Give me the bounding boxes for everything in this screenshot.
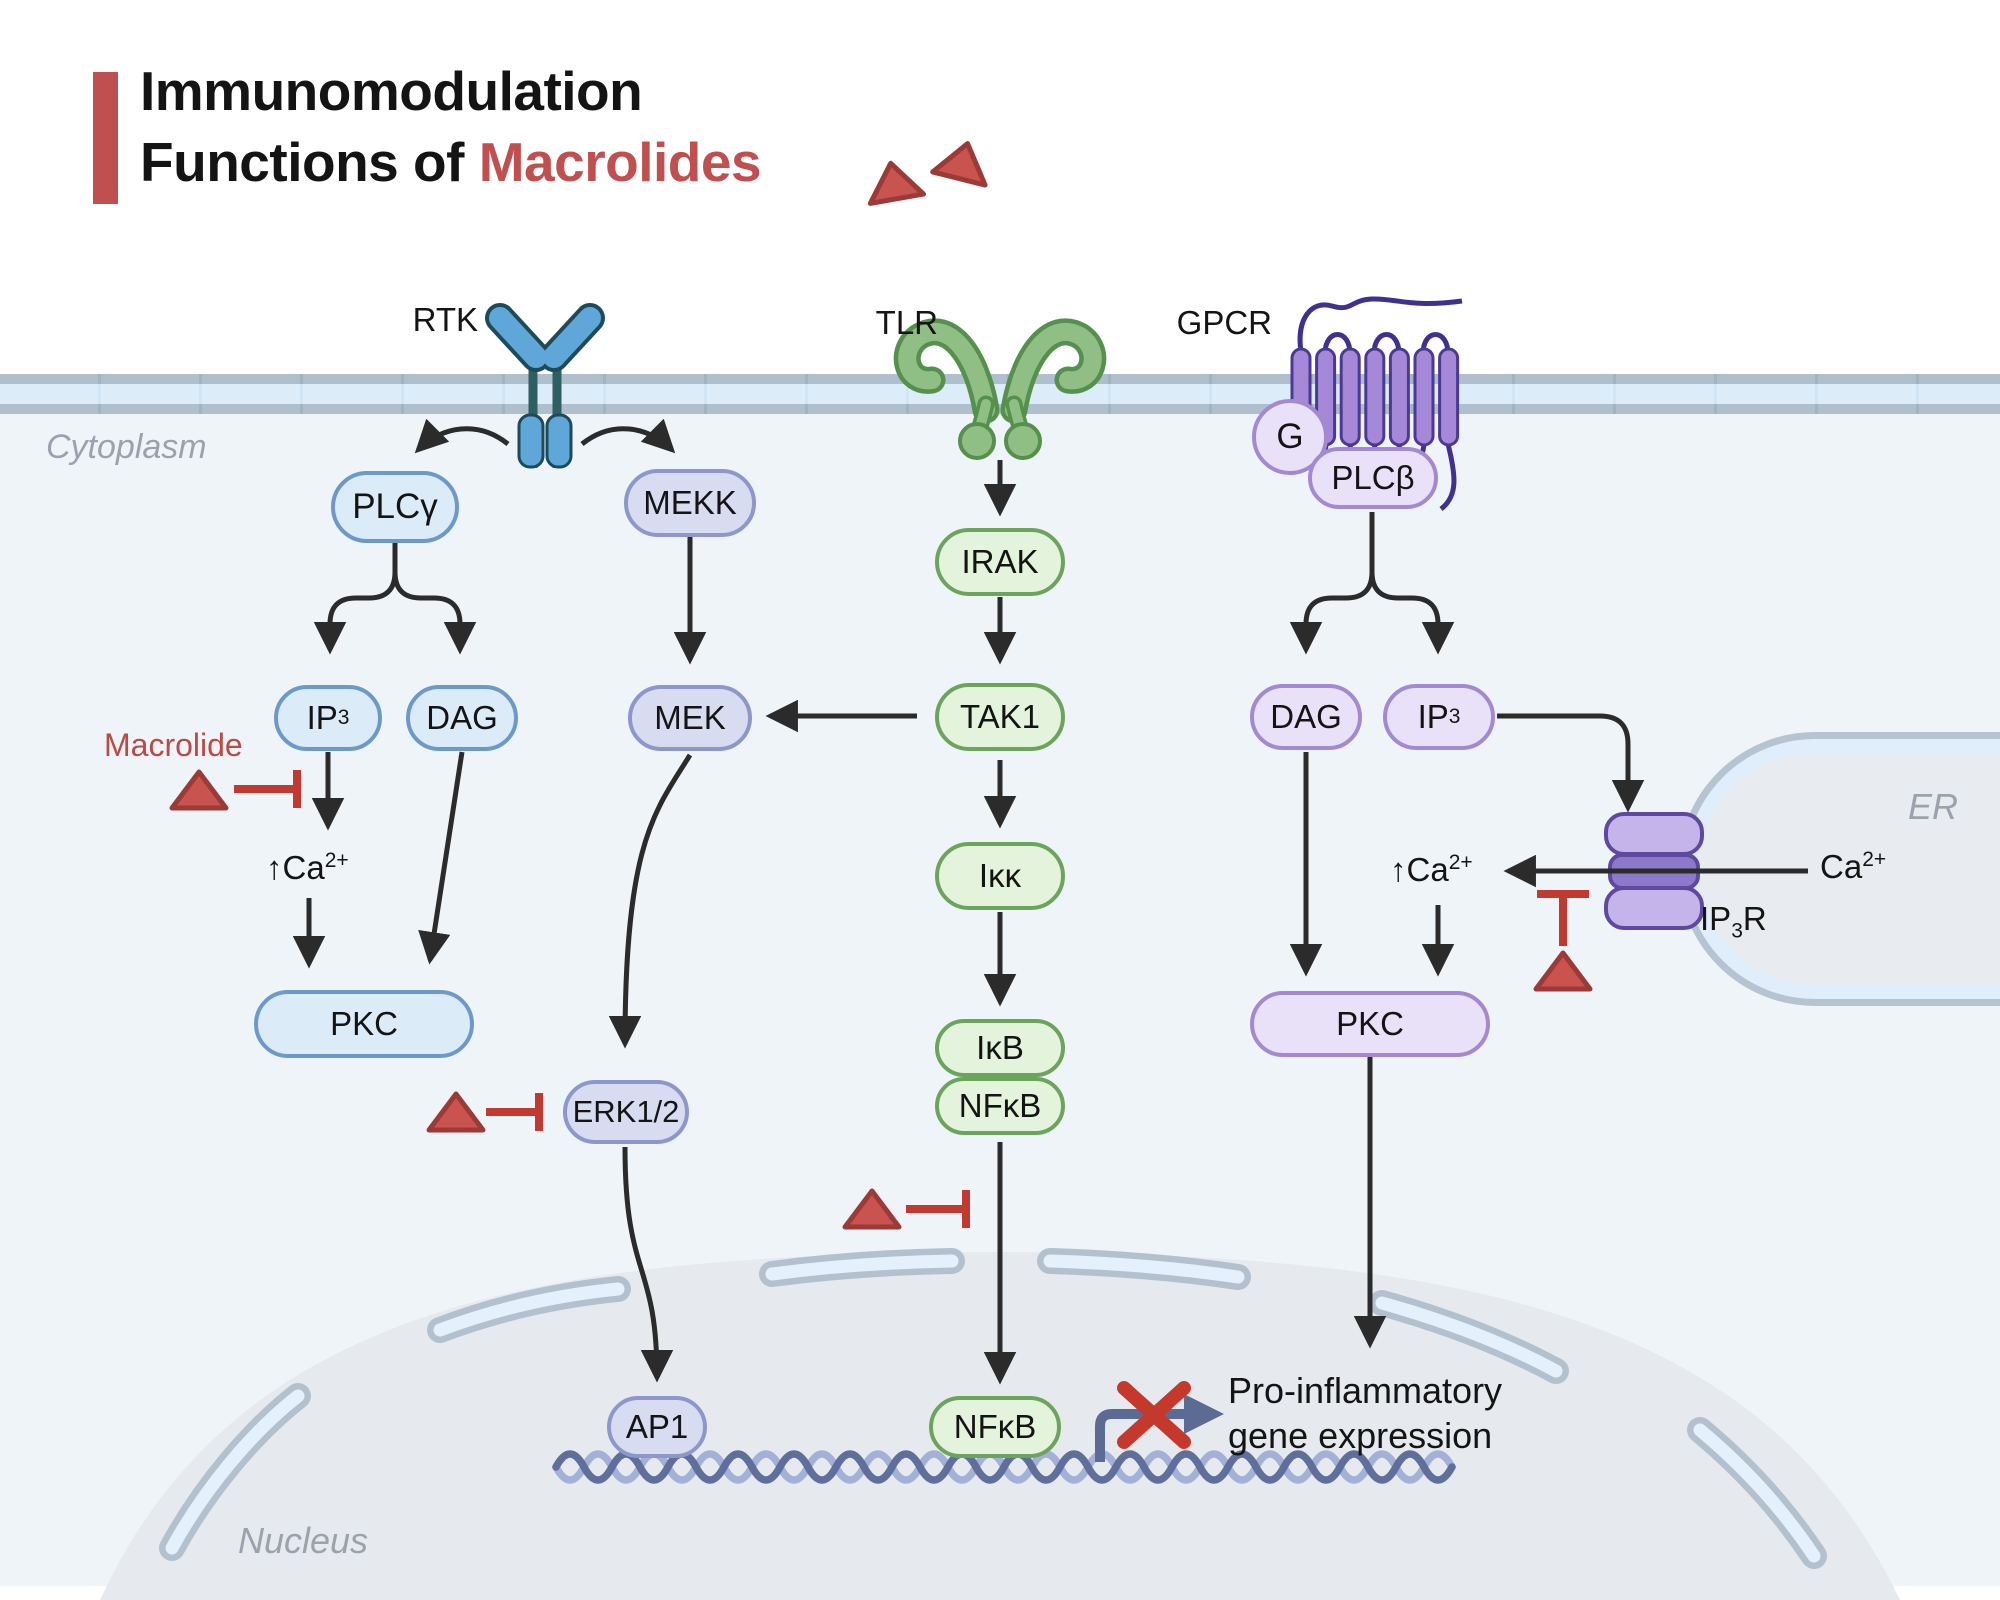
- node-nfkb-cytoplasm: NFκB: [935, 1077, 1065, 1135]
- ca-er-label: Ca2+: [1820, 848, 1887, 885]
- ca-increase-label-left: ↑Ca2+: [266, 849, 349, 886]
- node-mekk: MEKK: [624, 469, 756, 537]
- title-line2-prefix: Functions of: [140, 131, 479, 193]
- page-title: Immunomodulation Functions of Macrolides: [140, 56, 762, 198]
- er-label: ER: [1908, 786, 1959, 827]
- node-ikk: Iκκ: [935, 842, 1065, 910]
- gpcr-label: GPCR: [1176, 304, 1272, 341]
- node-plc-beta: PLCβ: [1308, 447, 1438, 509]
- node-pkc-left: PKC: [254, 990, 474, 1058]
- node-ikb: IκB: [935, 1019, 1065, 1077]
- node-plc-gamma: PLCγ: [331, 471, 459, 543]
- macrolide-icon: [1536, 953, 1590, 989]
- title-highlight: Macrolides: [478, 131, 762, 193]
- gene-expression-label: Pro-inflammatory gene expression: [1228, 1370, 1503, 1456]
- macrolide-label: Macrolide: [104, 727, 243, 763]
- node-tak1: TAK1: [935, 683, 1065, 751]
- node-mek: MEK: [628, 685, 752, 751]
- ip3r-label: IP3R: [1700, 900, 1767, 943]
- title-line1: Immunomodulation: [140, 60, 643, 122]
- cytoplasm-label: Cytoplasm: [46, 428, 207, 466]
- macrolide-icon: [864, 159, 923, 204]
- node-irak: IRAK: [935, 528, 1065, 596]
- tlr-label: TLR: [875, 304, 938, 341]
- ca-increase-label-right: ↑Ca2+: [1390, 851, 1473, 888]
- plasma-membrane-outer-leaflet: [0, 374, 2000, 384]
- dna-helix: [552, 1450, 1456, 1484]
- node-nfkb-nucleus: NFκB: [929, 1396, 1061, 1458]
- macrolide-icon: [429, 1094, 483, 1130]
- tlr-receptor-icon: [893, 318, 1107, 460]
- rtk-label: RTK: [412, 301, 478, 338]
- nuclear-envelope: [159, 1248, 1827, 1569]
- inhibition-bars: [234, 770, 1589, 1228]
- promoter-arrow-icon: [1095, 1394, 1224, 1462]
- macrolide-icon: [172, 772, 226, 808]
- macrolide-icon: [933, 137, 994, 185]
- blocked-x-icon: [1117, 1381, 1191, 1449]
- node-dag-right: DAG: [1250, 684, 1362, 750]
- plasma-membrane-core: [0, 384, 2000, 404]
- macrolide-icon: [845, 1191, 899, 1227]
- plasma-membrane-inner-leaflet: [0, 404, 2000, 414]
- rtk-receptor-icon: [485, 303, 605, 469]
- node-ap1: AP1: [607, 1396, 707, 1458]
- node-erk12: ERK1/2: [563, 1080, 689, 1144]
- node-dag-left: DAG: [406, 685, 518, 751]
- node-pkc-right: PKC: [1250, 991, 1490, 1057]
- title-accent-bar: [93, 72, 118, 204]
- signal-arrows: [292, 418, 1808, 1385]
- nucleus-label: Nucleus: [238, 1520, 369, 1561]
